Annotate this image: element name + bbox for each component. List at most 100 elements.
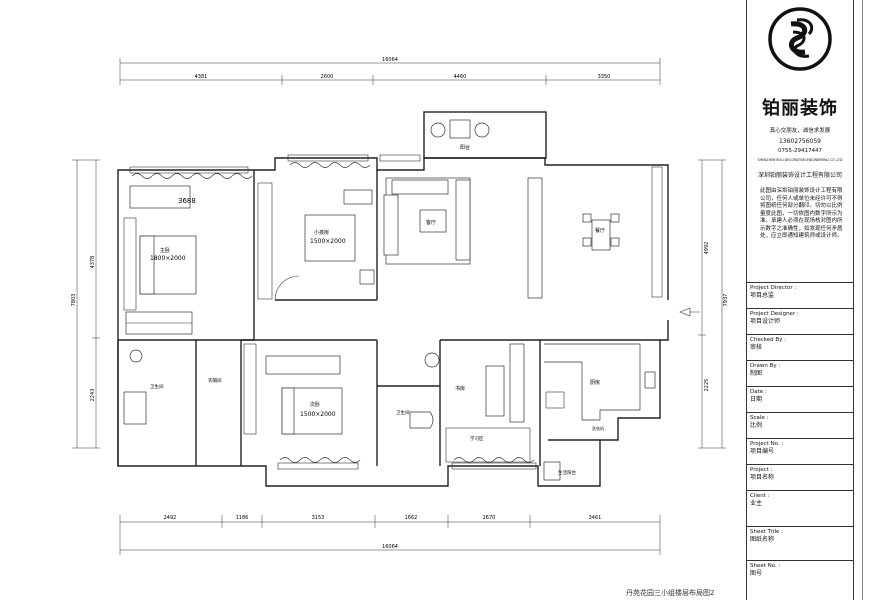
- field-project: Project : 项目名称: [747, 464, 853, 490]
- inner-dim: 3688: [178, 197, 196, 205]
- child-bed: [304, 214, 356, 262]
- child-room-label: 小孩房: [314, 229, 329, 236]
- cloakroom-label: 衣帽间: [208, 377, 222, 384]
- notice-text: 此图由深圳铂丽装饰设计工程有限公司，任何人或单位未经许可不得将图纸任何部分翻印。…: [760, 188, 843, 239]
- field-sheet-no: Sheet No. : 图号: [747, 560, 853, 600]
- floor-plan-drawing: 16064 4381 2600 4460 3350 2492 1186 3153…: [71, 57, 729, 555]
- bottom-dimension-chain: 2492 1186 3153 1662 2670 3461 16064: [119, 515, 661, 555]
- field-project-no: Project No. : 项目编号: [747, 438, 853, 464]
- bottom-dim-6: 3461: [589, 515, 602, 521]
- field-value: 项目名称: [750, 474, 775, 481]
- field-value: 图纸名称: [750, 536, 775, 543]
- field-value: 日期: [750, 396, 763, 403]
- public-bath: 卫生间: [396, 352, 440, 429]
- field-label: Project No. :: [750, 441, 784, 447]
- kitchen: 厨房: [544, 343, 656, 421]
- direction-arrow: [679, 307, 700, 317]
- tv-cabinet: [527, 177, 543, 299]
- desk: [129, 185, 191, 209]
- field-scale: Scale : 比例: [747, 412, 853, 438]
- bottom-dim-1: 2492: [164, 515, 177, 521]
- bottom-dim-2: 1186: [236, 515, 249, 521]
- study-desk: [485, 365, 505, 417]
- company-name: 铂丽装饰: [762, 98, 838, 119]
- field-label: Client :: [750, 493, 770, 499]
- address-small: SHENZHEN BOLI DECORATION ENGINEERING CO.…: [757, 158, 843, 162]
- walls: [117, 111, 669, 487]
- field-label: Scale :: [750, 415, 769, 421]
- study: 书房 学习区: [445, 343, 531, 463]
- laundry: 生活阳台 洗衣机: [543, 425, 604, 481]
- study-area-label: 学习区: [470, 435, 484, 442]
- living-room: 客厅: [383, 177, 543, 299]
- public-bath-label: 卫生间: [396, 409, 410, 416]
- dining-area: 餐厅: [582, 213, 620, 251]
- bookshelf: [509, 343, 525, 423]
- field-label: Drawn By :: [750, 363, 781, 369]
- field-project-designer: Project Designer : 项目设计师: [747, 308, 853, 334]
- drawing-caption: 丹苑花园三小组楼层布局图2: [626, 589, 715, 597]
- border-line: [862, 0, 863, 600]
- dining-table: [591, 219, 611, 251]
- right-dim-2: 2225: [704, 379, 710, 392]
- field-date: Date : 日期: [747, 386, 853, 412]
- field-drawn-by: Drawn By : 制图: [747, 360, 853, 386]
- top-dimension-chain: 16064 4381 2600 4460 3350: [119, 57, 661, 85]
- laundry-label: 生活阳台: [558, 469, 576, 476]
- master-bath: 卫生间: [123, 349, 164, 425]
- field-project-director: Project Director : 项目总监: [747, 282, 853, 308]
- phone-2: 0755-29417447: [778, 148, 822, 154]
- top-dim-3: 4460: [454, 74, 467, 80]
- field-label: Checked By :: [750, 337, 786, 343]
- bottom-dim-3: 3153: [312, 515, 325, 521]
- right-dimension-chain: 4992 7937 2225: [698, 159, 729, 449]
- overall-top-dim: 16064: [382, 57, 398, 63]
- field-label: Project Designer :: [750, 311, 799, 317]
- top-dim-2: 2600: [321, 74, 334, 80]
- left-dim-1: 4378: [90, 256, 96, 269]
- field-sheet-title: Sheet Title : 图纸名称: [747, 526, 853, 560]
- left-dim-2: 2243: [90, 389, 96, 402]
- coffee-table: [419, 209, 447, 233]
- field-label: Date :: [750, 389, 767, 395]
- slogan: 真心交朋友，诚信求发展: [769, 128, 831, 134]
- wardrobe-2: [265, 355, 341, 375]
- field-value: 比例: [750, 422, 763, 429]
- windows: [129, 154, 663, 470]
- bottom-dim-5: 2670: [483, 515, 496, 521]
- title-block: 铂丽装饰 真心交朋友，诚信求发展 13602756059 0755-294174…: [746, 0, 854, 600]
- sofa-side: [383, 194, 399, 256]
- field-value: 图号: [750, 570, 763, 577]
- overall-bottom-dim: 16064: [382, 544, 398, 550]
- second-bed-size: 1500×2000: [300, 411, 336, 418]
- master-bed-label: 主卧: [160, 247, 170, 254]
- washer-label: 洗衣机: [592, 425, 604, 431]
- right-dim-1: 4992: [704, 242, 710, 255]
- top-dim-4: 3350: [598, 74, 611, 80]
- field-value: 项目设计师: [750, 318, 781, 325]
- cloakroom: 衣帽间: [208, 343, 257, 435]
- second-bedroom: 次卧 1500×2000: [265, 355, 343, 435]
- field-client: Client : 业主: [747, 490, 853, 526]
- field-value: 审核: [750, 344, 763, 351]
- company-full: 深圳铂丽装饰设计工程有限公司: [757, 172, 842, 179]
- child-room: 小孩房 1500×2000: [274, 189, 375, 301]
- field-value: 项目编号: [750, 448, 775, 455]
- field-label: Project Director :: [750, 285, 797, 291]
- field-value: 业主: [750, 500, 763, 507]
- field-value: 制图: [750, 370, 763, 377]
- kitchen-label: 厨房: [590, 379, 600, 386]
- balcony-label: 阳台: [460, 144, 470, 151]
- living-label: 客厅: [426, 219, 436, 226]
- left-overall-dim: 7803: [71, 294, 77, 307]
- field-label: Sheet No. :: [750, 563, 781, 569]
- bottom-dim-4: 1662: [405, 515, 418, 521]
- master-bedroom: 主卧 1800×2000 3688: [123, 185, 197, 335]
- company-logo-icon: [768, 7, 832, 71]
- sofa-top: [391, 179, 449, 195]
- field-label: Sheet Title :: [750, 529, 784, 535]
- field-checked-by: Checked By : 审核: [747, 334, 853, 360]
- balcony: 阳台: [430, 119, 490, 151]
- master-bath-label: 卫生间: [150, 383, 164, 390]
- child-bed-size: 1500×2000: [310, 238, 346, 245]
